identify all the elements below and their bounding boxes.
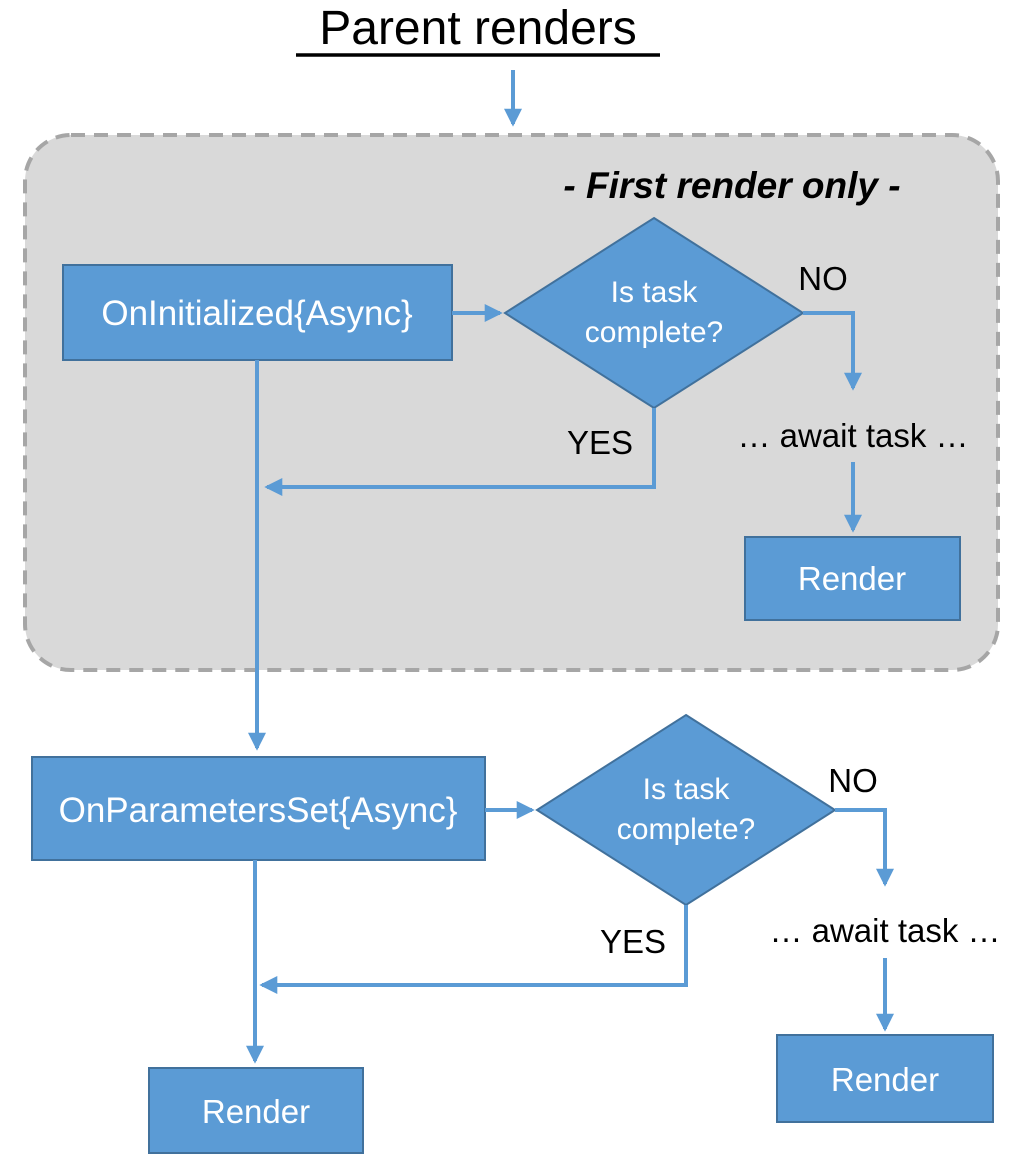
node-decision1-label-line2: complete?	[585, 316, 723, 349]
arrow-decision1-yes	[264, 408, 656, 496]
node-decision2-label-line2: complete?	[617, 813, 755, 846]
node-render-right-label: Render	[831, 1061, 939, 1098]
node-render-left	[148, 1067, 364, 1154]
arrow-decision2-no	[835, 808, 894, 887]
node-decision2-label-line1: Is task	[643, 773, 731, 806]
node-render-first	[744, 536, 961, 621]
first-render-group-label: - First render only -	[563, 165, 900, 206]
node-oninitialized-label: OnInitialized{Async}	[101, 294, 413, 333]
node-render-right	[776, 1034, 994, 1123]
arrow-decision1-no	[803, 311, 862, 391]
diagram-title: Parent renders	[319, 2, 637, 55]
label-no2: NO	[828, 762, 878, 799]
node-render-first-label: Render	[798, 560, 906, 597]
label-yes1: YES	[567, 424, 633, 461]
label-await-task2: … await task …	[769, 912, 1000, 949]
label-no1: NO	[798, 260, 848, 297]
arrow-decision2-yes	[259, 905, 688, 994]
label-await-task1: … await task …	[737, 417, 968, 454]
node-decision1-label-line1: Is task	[611, 276, 699, 309]
node-onparametersset	[31, 756, 486, 861]
node-onparametersset-label: OnParametersSet{Async}	[59, 791, 458, 830]
node-decision2	[535, 713, 837, 907]
node-render-left-label: Render	[202, 1093, 310, 1130]
node-oninitialized	[62, 264, 453, 361]
label-yes2: YES	[600, 923, 666, 960]
